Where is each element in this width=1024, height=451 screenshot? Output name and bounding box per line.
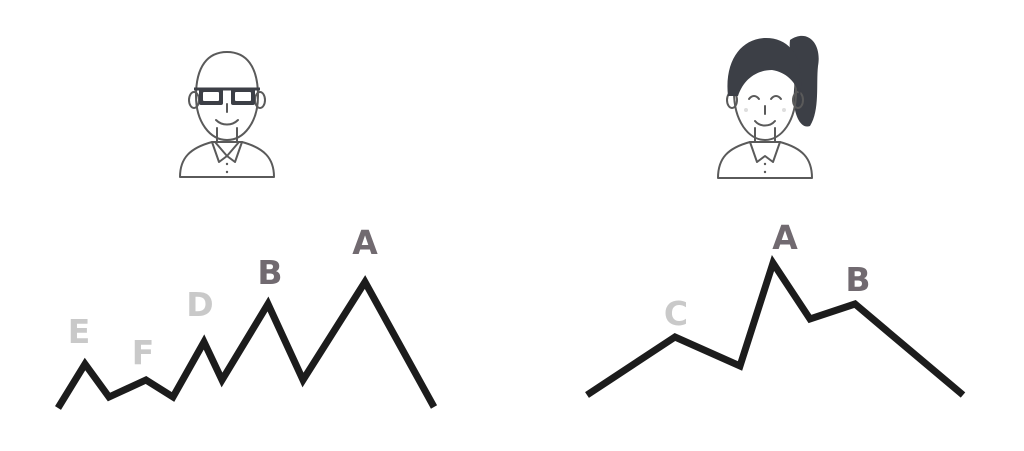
peak-label-c: C	[664, 294, 688, 333]
left-peak-line	[55, 275, 438, 410]
left-peak-chart: E F D B A	[55, 223, 438, 410]
peak-label-a: A	[352, 223, 378, 262]
woman-avatar	[717, 35, 819, 179]
peak-label-e: E	[68, 312, 91, 351]
man-avatar	[179, 51, 275, 178]
right-peak-chart: C A B	[585, 218, 966, 398]
peak-label-a: A	[772, 218, 798, 257]
peak-label-b: B	[257, 253, 282, 292]
peak-label-b: B	[845, 260, 870, 299]
right-peak-line	[585, 254, 966, 398]
peak-label-d: D	[186, 285, 213, 324]
man-with-glasses-icon	[179, 51, 275, 178]
peak-label-f: F	[132, 333, 155, 372]
woman-with-ponytail-icon	[717, 35, 819, 179]
